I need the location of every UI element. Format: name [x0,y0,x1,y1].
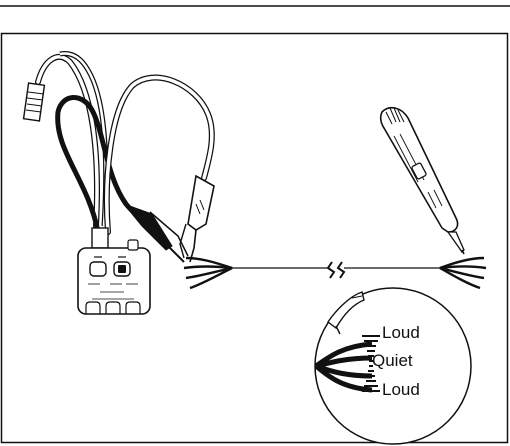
label-quiet: Quiet [372,351,413,370]
cable-break-mark [328,262,344,278]
signal-strength-callout: Loud Quiet Loud [315,288,471,444]
right-wire-ends [440,258,486,288]
tone-probe [381,108,464,254]
label-loud-top: Loud [382,323,420,342]
tone-generator [78,228,150,314]
rj45-plug [24,83,45,121]
rj45-cable [38,54,106,226]
left-wire-ends [184,258,232,288]
label-loud-bottom: Loud [382,380,420,399]
tone-generator-button-left [90,262,106,276]
